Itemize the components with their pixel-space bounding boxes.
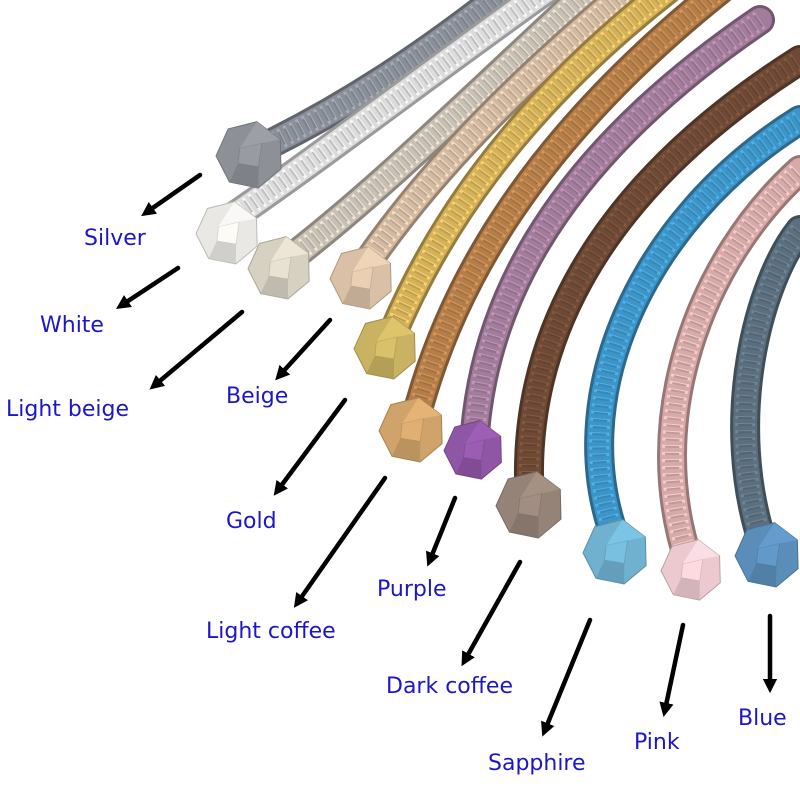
label-light-coffee: Light coffee [206, 619, 336, 644]
arrow-light-coffee [293, 475, 388, 608]
cord-beige [347, 0, 640, 285]
arrow-white [115, 265, 181, 309]
cord-silver [247, 0, 519, 163]
arrow-silver [141, 172, 203, 217]
arrow-sapphire [541, 617, 593, 737]
cord-dark-coffee [514, 45, 800, 517]
bead-white [195, 201, 258, 265]
bead-purple [443, 420, 502, 480]
label-light-beige: Light beige [6, 397, 130, 422]
cord-light-coffee [399, 0, 732, 440]
cord-gold [373, 0, 679, 360]
label-silver: Silver [84, 226, 146, 251]
cord-purple [459, 5, 775, 463]
bead-beige [329, 246, 392, 310]
arrow-gold [273, 397, 348, 496]
bead-gold [353, 316, 416, 380]
cords-group [221, 0, 800, 580]
arrow-light-beige [149, 309, 245, 390]
bead-light-coffee [378, 397, 443, 463]
cord-light-beige [267, 0, 601, 280]
arrows-group [115, 172, 778, 737]
label-white: White [40, 313, 104, 338]
label-purple: Purple [377, 577, 447, 602]
arrow-purple [426, 495, 458, 567]
label-blue: Blue [738, 706, 787, 731]
bead-sapphire [582, 519, 647, 585]
beads-group [195, 121, 799, 601]
label-gold: Gold [226, 509, 277, 534]
bead-blue [734, 522, 799, 588]
bead-pink [660, 539, 721, 601]
label-sapphire: Sapphire [488, 751, 586, 776]
cord-white [221, 0, 558, 230]
cord-sapphire [584, 105, 800, 560]
bead-light-beige [247, 236, 310, 300]
label-pink: Pink [634, 730, 680, 755]
arrow-beige [275, 317, 333, 381]
arrow-dark-coffee [461, 559, 523, 667]
cord-pink [657, 155, 800, 580]
bead-dark-coffee [495, 471, 562, 539]
arrow-pink [659, 622, 686, 718]
label-beige: Beige [226, 384, 289, 409]
label-dark-coffee: Dark coffee [386, 674, 513, 699]
bead-silver [215, 121, 282, 189]
cord-blue [730, 215, 800, 565]
